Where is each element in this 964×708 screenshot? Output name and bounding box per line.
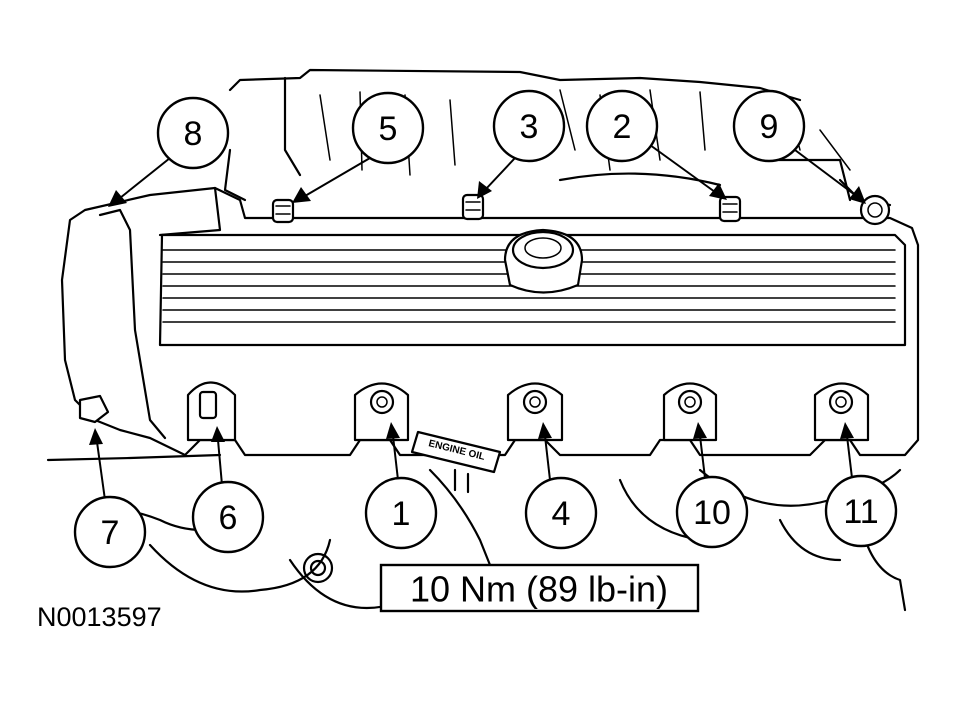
bolt-11-boss (813, 382, 870, 442)
callouts: 8 5 3 2 9 7 6 1 (73, 89, 898, 569)
callout-1: 1 (364, 476, 438, 550)
lower-bolts (78, 381, 870, 442)
figure-id: N0013597 (37, 602, 162, 632)
leader-lines (89, 144, 866, 501)
callout-8: 8 (156, 96, 230, 170)
callout-number: 8 (184, 115, 203, 153)
bolt-1-boss (353, 382, 410, 442)
callout-number: 10 (693, 494, 731, 532)
callout-3: 3 (492, 89, 566, 163)
callout-number: 11 (843, 493, 878, 531)
callout-number: 6 (219, 499, 238, 537)
torque-spec-label: 10 Nm (89 lb-in) (410, 569, 668, 610)
bolt-9-head (859, 194, 891, 226)
callout-number: 5 (379, 110, 398, 148)
callout-6: 6 (191, 480, 265, 554)
callout-11: 11 (824, 474, 898, 548)
callout-5: 5 (351, 91, 425, 165)
callout-4: 4 (524, 476, 598, 550)
callout-number: 2 (613, 108, 632, 146)
callout-10: 10 (675, 475, 749, 549)
bolt-10-boss (662, 382, 718, 442)
bolt-6-boss (186, 381, 237, 442)
callout-7: 7 (73, 495, 147, 569)
callout-number: 1 (392, 495, 411, 533)
callout-number: 7 (101, 514, 120, 552)
bolt-4-boss (506, 382, 564, 442)
top-bolts (271, 193, 891, 226)
callout-2: 2 (585, 89, 659, 163)
bolt-2-head (718, 195, 742, 223)
oil-filler-cap (503, 228, 584, 294)
callout-number: 4 (552, 495, 571, 533)
callout-9: 9 (732, 89, 806, 163)
callout-number: 9 (760, 108, 779, 146)
callout-number: 3 (520, 108, 539, 146)
bolt-7-head (78, 394, 110, 424)
bolt-3-head (461, 193, 485, 221)
bolt-5-head (271, 198, 295, 224)
torque-spec-box: 10 Nm (89 lb-in) (379, 563, 700, 613)
